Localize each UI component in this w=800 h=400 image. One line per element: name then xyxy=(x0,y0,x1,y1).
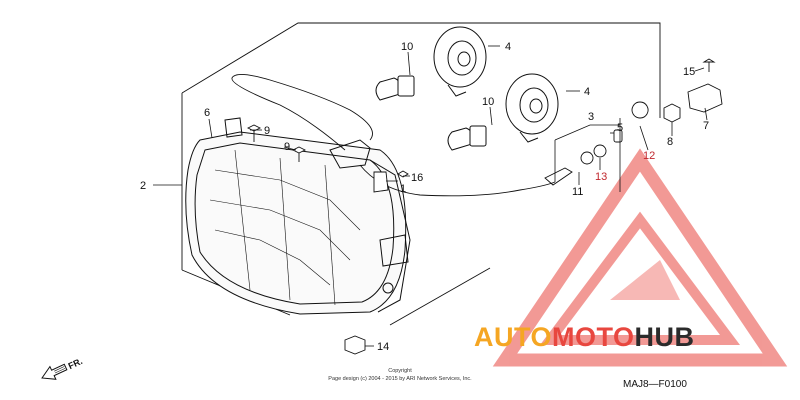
svg-text:AUTOMOTOHUB: AUTOMOTOHUB xyxy=(474,322,695,352)
watermark-part-2: MOTO xyxy=(552,322,635,352)
callout-labels: 1 2 3 4 4 5 6 7 8 9 9 10 10 11 12 13 14 … xyxy=(140,41,709,353)
watermark-part-3: HUB xyxy=(635,322,695,352)
watermark-part-1: AUTO xyxy=(474,322,552,352)
callout-5: 5 xyxy=(617,122,623,134)
callout-6: 6 xyxy=(204,107,210,119)
copyright-notice: Copyright Page design (c) 2004 - 2015 by… xyxy=(328,368,472,382)
callout-16: 16 xyxy=(411,172,423,184)
callout-3: 3 xyxy=(588,111,594,123)
copyright-line-1: Copyright xyxy=(388,368,412,374)
callout-10-upper: 10 xyxy=(401,41,413,53)
direction-label: FR. xyxy=(67,356,84,371)
hardware-items xyxy=(246,58,723,355)
watermark-triangle xyxy=(492,148,788,367)
callout-11: 11 xyxy=(572,186,583,198)
callout-7: 7 xyxy=(703,120,709,132)
callout-2: 2 xyxy=(140,180,146,192)
callout-8: 8 xyxy=(667,136,673,148)
callout-15: 15 xyxy=(683,66,695,78)
callout-1: 1 xyxy=(400,183,406,195)
callout-10-lower: 10 xyxy=(482,96,494,108)
diagram-code: MAJ8—F0100 xyxy=(623,379,687,390)
callout-13: 13 xyxy=(595,171,607,183)
callout-14: 14 xyxy=(377,341,389,353)
callout-9-lower: 9 xyxy=(284,141,290,153)
callout-12: 12 xyxy=(643,150,655,162)
bulbs-and-sockets xyxy=(375,26,559,151)
callout-4-lower: 4 xyxy=(584,86,590,98)
watermark-text: AUTOMOTOHUB xyxy=(474,322,695,352)
leader-lines xyxy=(153,45,708,347)
callout-9-upper: 9 xyxy=(264,125,270,137)
callout-4-upper: 4 xyxy=(505,41,511,53)
front-direction-indicator: FR. xyxy=(41,356,84,380)
headlight-assembly xyxy=(185,117,411,315)
copyright-line-2: Page design (c) 2004 - 2015 by ARI Netwo… xyxy=(328,376,472,382)
arrow-icon xyxy=(41,363,68,380)
